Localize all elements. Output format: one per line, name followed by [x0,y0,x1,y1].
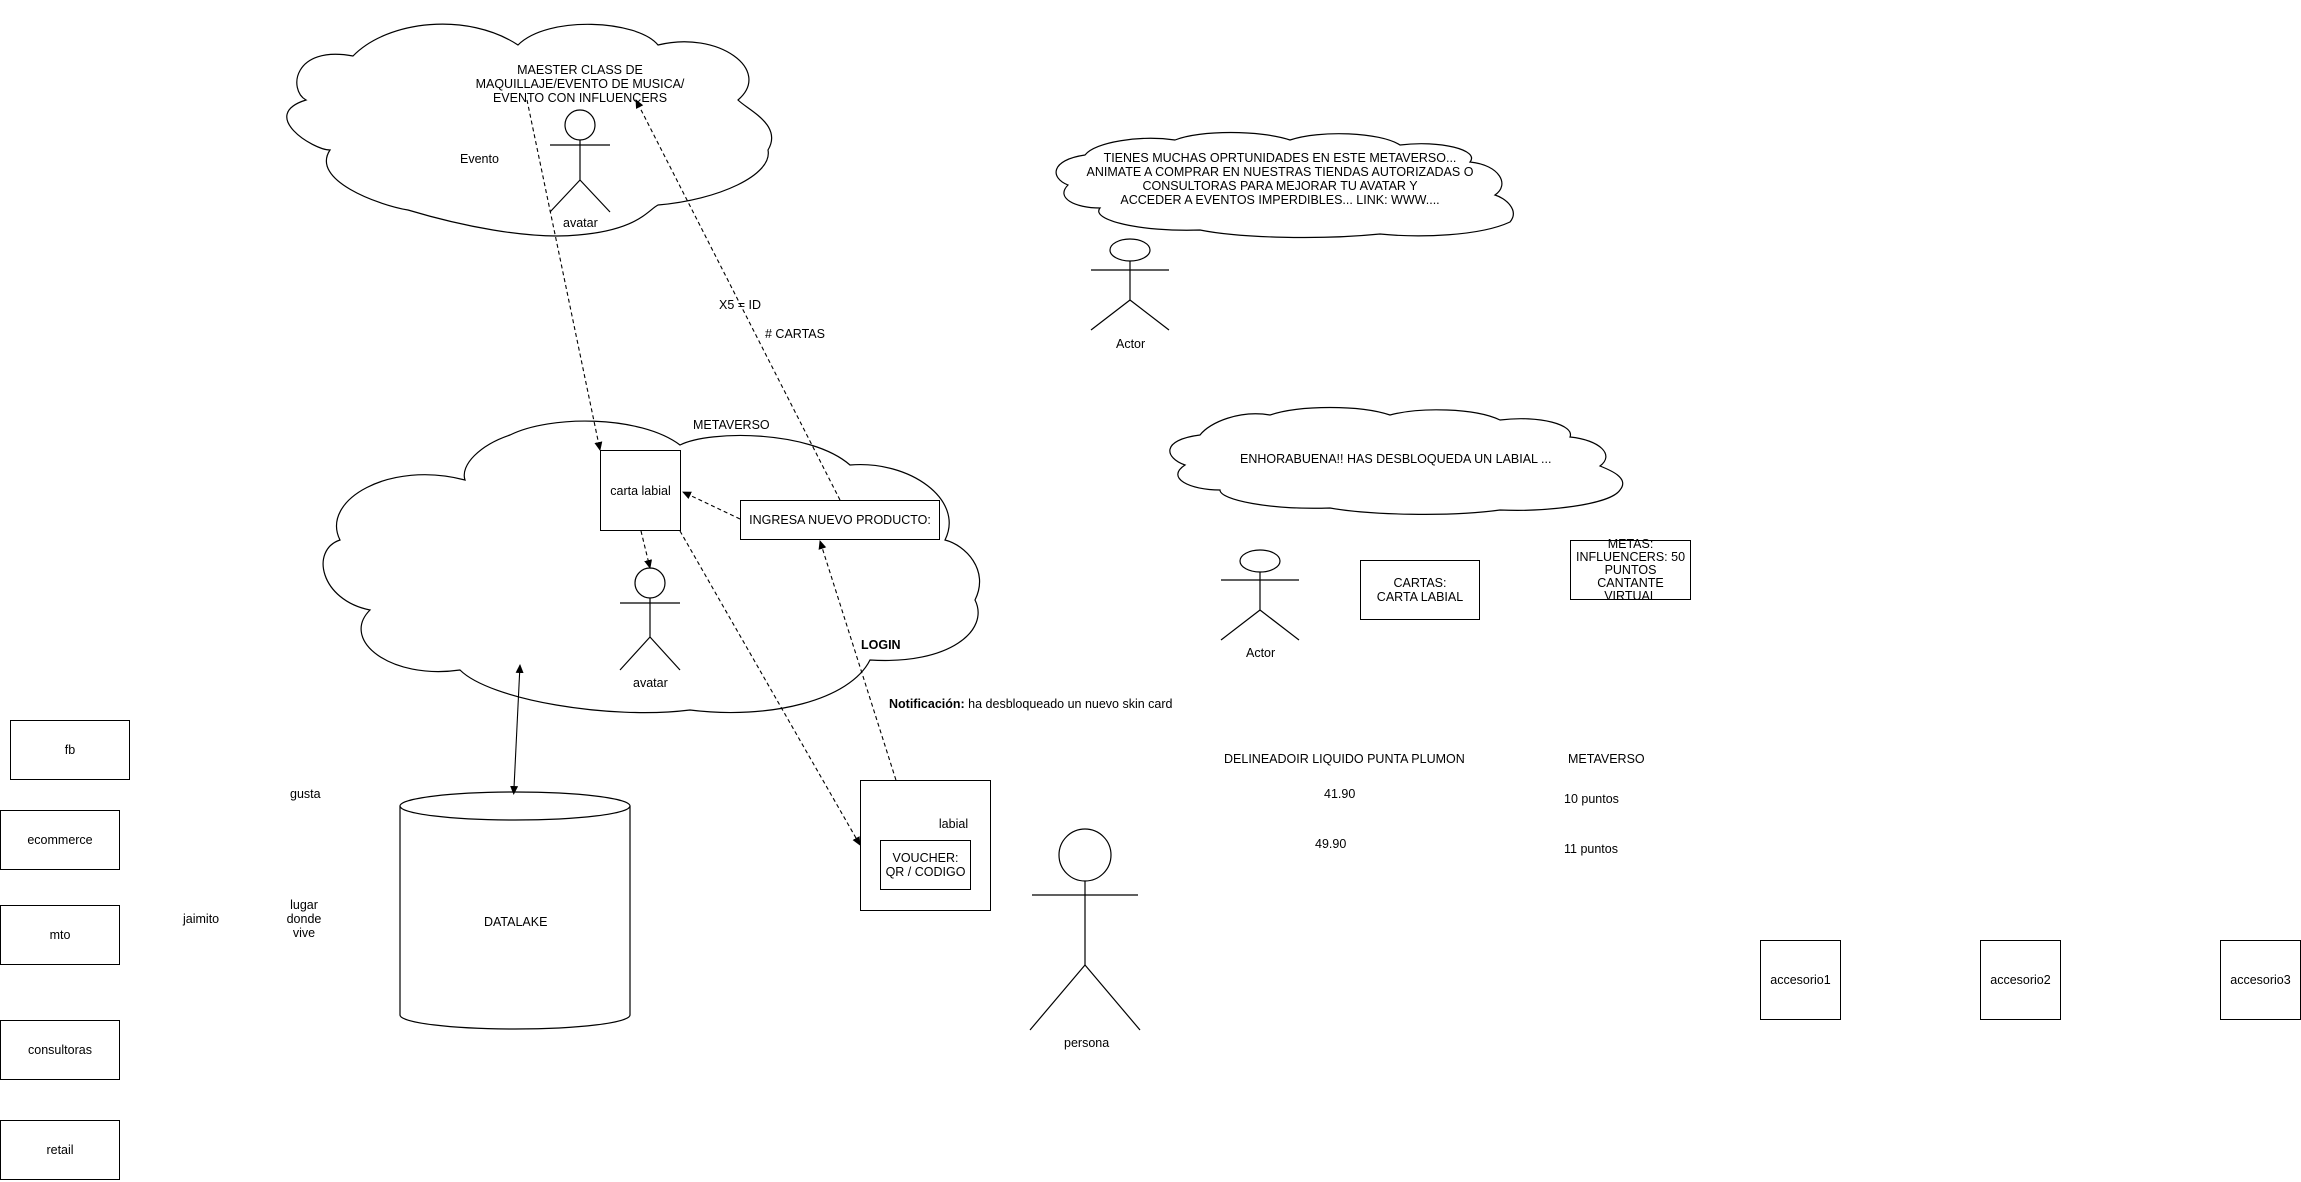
event-to-carta-connector [526,99,603,451]
metaverso-avatar-figure [619,567,681,671]
ingresa-to-event-connector [635,99,841,501]
event-cloud [286,23,773,237]
source-mto-box[interactable]: mto [0,905,120,965]
notification-label: Notificación: ha desbloqueado un nuevo s… [889,697,1173,711]
notification-prefix: Notificación: [889,697,965,711]
product-name: DELINEADOIR LIQUIDO PUNTA PLUMON [1224,752,1465,766]
event-label: Evento [460,152,499,166]
cartas-count-label: # CARTAS [765,327,825,341]
actor-figure-top [1090,238,1170,331]
source-fb-box[interactable]: fb [10,720,130,780]
event-avatar-figure [549,109,611,213]
voucher-box[interactable]: VOUCHER: QR / CODIGO [880,840,971,890]
opportunity-cloud [1055,131,1514,239]
actor-label-top: Actor [1116,337,1146,351]
notification-text: ha desbloqueado un nuevo skin card [964,697,1173,711]
persona-figure [1029,828,1141,1031]
datalake-label: DATALAKE [484,915,548,929]
datalake-cylinder [399,791,631,1030]
datalake-metaverso-connector [510,664,524,795]
points-2: 11 puntos [1564,842,1618,856]
cartas-box[interactable]: CARTAS: CARTA LABIAL [1360,560,1480,620]
source-ecommerce-box[interactable]: ecommerce [0,810,120,870]
actor-figure-mid [1220,549,1300,641]
source-consultoras-box[interactable]: consultoras [0,1020,120,1080]
carta-labial-box[interactable]: carta labial [600,450,681,531]
congrats-cloud-text: ENHORABUENA!! HAS DESBLOQUEDA UN LABIAL … [1240,452,1552,466]
event-avatar-label: avatar [563,216,598,230]
login-label: LOGIN [861,638,901,652]
lugar-label: lugar donde vive [286,898,322,940]
ingresa-producto-box[interactable]: INGRESA NUEVO PRODUCTO: [740,500,940,540]
source-retail-box[interactable]: retail [0,1120,120,1180]
jaimito-label: jaimito [183,912,220,926]
points-1: 10 puntos [1564,792,1619,806]
x5-id-label: X5 = ID [719,298,762,312]
carta-to-avatar-connector [640,530,652,569]
price-2: 49.90 [1315,837,1347,851]
accesorio2-box[interactable]: accesorio2 [1980,940,2061,1020]
metaverso-avatar-label: avatar [633,676,668,690]
opportunity-cloud-text: TIENES MUCHAS OPRTUNIDADES EN ESTE METAV… [1086,151,1474,207]
ingresa-to-carta-connector [682,491,741,520]
event-cloud-text: MAESTER CLASS DE MAQUILLAJE/EVENTO DE MU… [475,63,685,105]
price-1: 41.90 [1324,787,1356,801]
accesorio3-box[interactable]: accesorio3 [2220,940,2301,1020]
persona-label: persona [1064,1036,1110,1050]
metas-box[interactable]: METAS: INFLUENCERS: 50 PUNTOS CANTANTE V… [1570,537,1691,602]
congrats-cloud [1169,406,1624,515]
product-metaverso-header: METAVERSO [1568,752,1645,766]
labial-label: labial [938,817,969,831]
accesorio1-box[interactable]: accesorio1 [1760,940,1841,1020]
carta-to-voucher-connector [679,530,861,846]
actor-label-mid: Actor [1246,646,1276,660]
metaverso-title: METAVERSO [693,418,770,432]
gusta-label: gusta [290,787,321,801]
